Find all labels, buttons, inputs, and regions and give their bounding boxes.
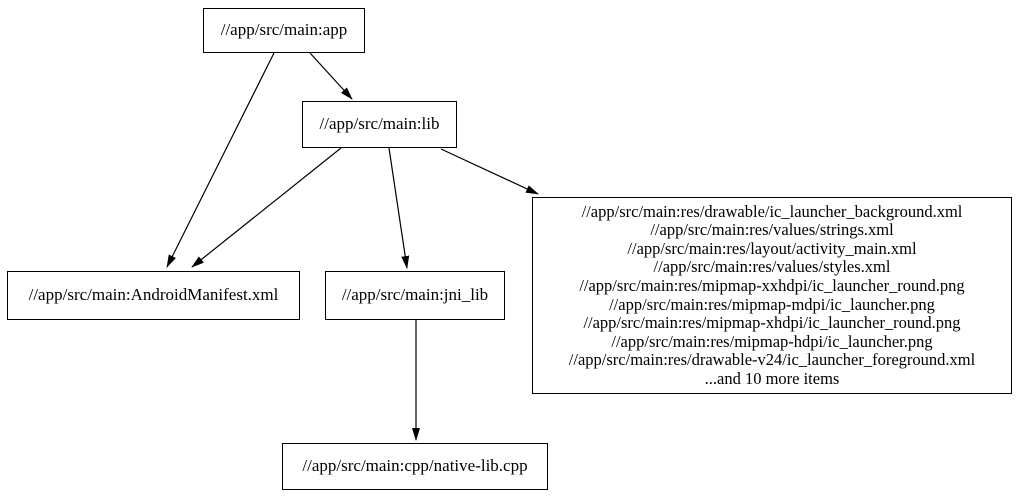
node-lib: //app/src/main:lib — [302, 101, 457, 148]
edge-lib-to-manifest — [191, 147, 342, 268]
res-file-item: //app/src/main:res/drawable-v24/ic_launc… — [568, 350, 976, 370]
node-jni-lib: //app/src/main:jni_lib — [325, 271, 505, 320]
res-file-item: //app/src/main:res/values/styles.xml — [653, 257, 891, 277]
res-file-item: //app/src/main:res/drawable/ic_launcher_… — [581, 201, 963, 221]
res-file-item: //app/src/main:res/layout/activity_main.… — [627, 238, 917, 258]
edge-app-to-lib — [309, 52, 353, 100]
res-file-item: //app/src/main:res/mipmap-xxhdpi/ic_laun… — [579, 275, 965, 295]
res-more-items-note: ...and 10 more items — [704, 368, 840, 388]
node-app: //app/src/main:app — [203, 8, 365, 53]
res-file-item: //app/src/main:res/mipmap-xhdpi/ic_launc… — [583, 313, 961, 333]
edge-lib-to-jni-lib — [388, 147, 410, 269]
edge-app-to-manifest — [166, 52, 275, 268]
res-file-item: //app/src/main:res/mipmap-mdpi/ic_launch… — [609, 294, 935, 314]
res-file-item: //app/src/main:res/mipmap-hdpi/ic_launch… — [611, 331, 933, 351]
res-file-item: //app/src/main:res/values/strings.xml — [650, 220, 894, 240]
edge-lib-to-res — [440, 148, 539, 195]
node-android-manifest: //app/src/main:AndroidManifest.xml — [7, 271, 300, 320]
node-native-lib-cpp: //app/src/main:cpp/native-lib.cpp — [282, 443, 548, 490]
node-res-files: //app/src/main:res/drawable/ic_launcher_… — [532, 197, 1012, 394]
